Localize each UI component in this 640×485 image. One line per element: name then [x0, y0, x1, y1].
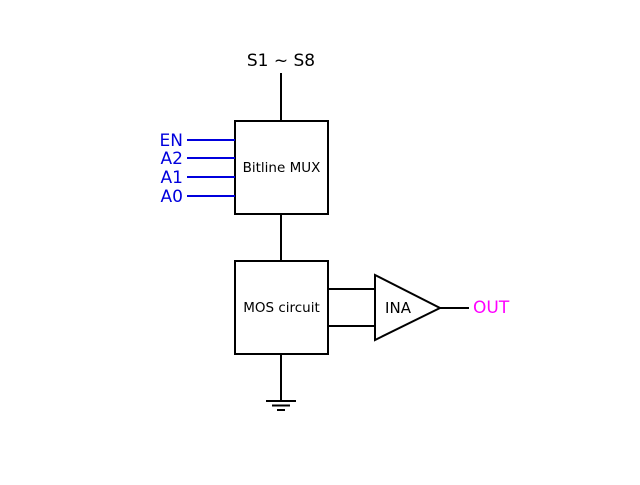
bitline-mux-label: Bitline MUX — [243, 160, 321, 176]
mos-circuit-block — [234, 260, 329, 355]
control-label-a2: A2 — [161, 149, 183, 169]
output-label: OUT — [473, 298, 510, 318]
ground-icon — [266, 400, 296, 411]
top-input-label: S1 ~ S8 — [247, 51, 315, 71]
mos-circuit-label: MOS circuit — [243, 300, 320, 316]
ina-label: INA — [385, 299, 412, 317]
control-label-a1: A1 — [161, 168, 183, 188]
ina-amplifier — [374, 273, 443, 342]
control-label-a0: A0 — [161, 187, 183, 207]
control-label-en: EN — [160, 131, 183, 151]
